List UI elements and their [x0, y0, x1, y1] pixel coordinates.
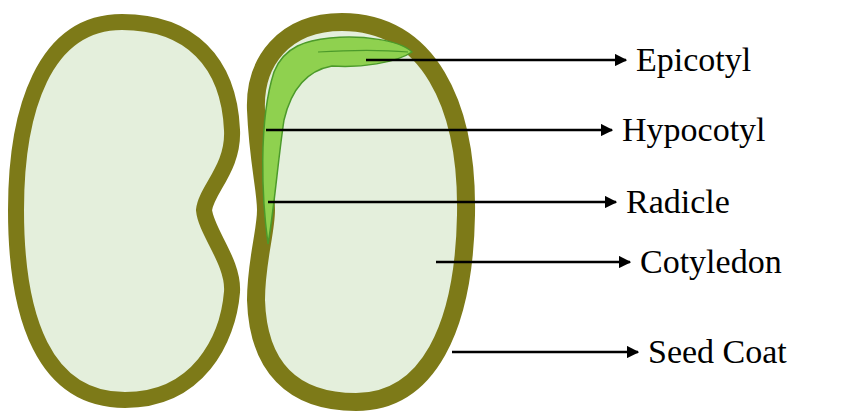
left-seed-half: [16, 22, 232, 400]
part-label: Seed Coat: [648, 333, 787, 370]
part-label: Radicle: [626, 183, 730, 220]
leader-line: [266, 129, 612, 132]
part-label: Cotyledon: [640, 243, 782, 280]
embryo-axis: [263, 37, 412, 244]
leader-line: [436, 261, 630, 264]
right-seed-half: [256, 22, 466, 402]
leader-line: [366, 59, 626, 62]
leader-line: [452, 351, 638, 354]
part-label: Hypocotyl: [622, 111, 766, 148]
part-label: Epicotyl: [636, 41, 751, 78]
leader-lines: [266, 60, 638, 352]
leader-line: [268, 201, 616, 204]
epicotyl-leaf-vein: [318, 51, 408, 53]
